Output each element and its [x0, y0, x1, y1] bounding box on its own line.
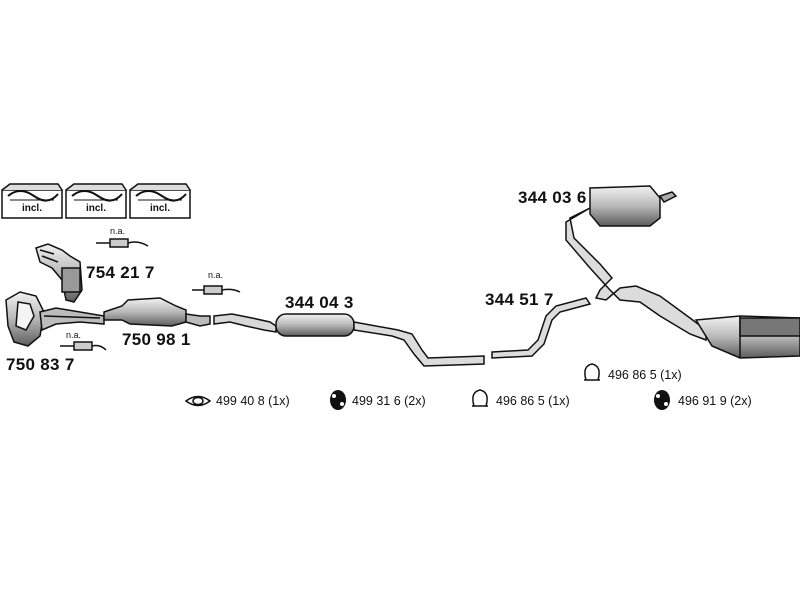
rubber-mount-icon: [654, 390, 670, 410]
kit-label: incl.: [149, 203, 170, 214]
sensor-lower-note: n.a.: [66, 330, 82, 340]
part-number-rear-silencer: 344 03 6: [518, 188, 587, 207]
accessory-rubber-mount: 499 31 6 (2x): [352, 394, 426, 408]
accessory-clamp-rear: 496 86 5 (1x): [608, 368, 682, 382]
intermediate-pipe-part: [491, 297, 592, 359]
oxygen-sensor-catalyst: [192, 285, 241, 295]
part-number-manifold-upper: 754 21 7: [86, 263, 155, 282]
oxygen-sensor-lower: [60, 341, 107, 351]
kit-box-1: [1, 183, 63, 219]
part-number-catalyst: 750 98 1: [122, 330, 191, 349]
manifold-upper-part: [35, 243, 83, 303]
kit-box-2-label-wrap: incl.: [66, 186, 126, 218]
part-number-middle-silencer: 344 04 3: [285, 293, 354, 312]
rear-silencer-part: [565, 185, 800, 359]
sensor-upper-note: n.a.: [110, 226, 126, 236]
kit-box-2: [65, 183, 127, 219]
clamp-ring-icon: [472, 389, 488, 407]
accessory-rubber-mount-rear: 496 91 9 (2x): [678, 394, 752, 408]
kit-box-1-label-wrap: incl.: [2, 186, 62, 218]
kit-label: incl.: [21, 203, 42, 214]
catalyst-part: [103, 297, 211, 327]
clamp-ring-icon: [584, 363, 600, 381]
kit-box-3: [129, 183, 191, 219]
part-number-manifold-lower: 750 83 7: [6, 355, 75, 374]
oxygen-sensor-upper: [96, 238, 149, 248]
part-number-intermediate-pipe: 344 51 7: [485, 290, 554, 309]
gasket-ring-icon: [184, 395, 212, 407]
kit-box-3-label-wrap: incl.: [130, 186, 190, 218]
rubber-mount-icon: [330, 390, 346, 410]
front-pipe: [213, 313, 277, 333]
middle-silencer-part: [275, 313, 485, 367]
accessory-gasket: 499 40 8 (1x): [216, 394, 290, 408]
manifold-lower-part: [5, 291, 105, 347]
sensor-catalyst-note: n.a.: [208, 270, 224, 280]
kit-label: incl.: [85, 203, 106, 214]
accessory-clamp: 496 86 5 (1x): [496, 394, 570, 408]
